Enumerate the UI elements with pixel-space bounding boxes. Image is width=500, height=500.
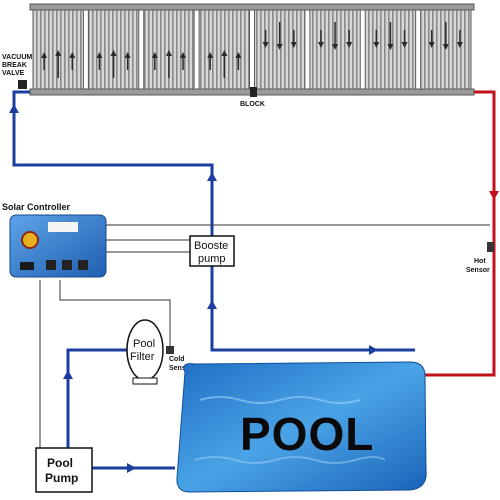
flow-arrow-up-pump: [63, 370, 73, 379]
panel-arrow-down-icon: [428, 42, 435, 48]
cold-sensor-label-1: Cold: [169, 356, 185, 363]
controller-port: [20, 262, 34, 270]
panel-arrow-up-icon: [207, 52, 214, 58]
pool: POOL: [176, 361, 427, 493]
cold-sensor-label-2: Sensor: [169, 365, 193, 372]
hot-sensor-icon: [487, 242, 494, 252]
controller-button-1: [46, 260, 56, 270]
panel-arrow-down-icon: [442, 44, 449, 50]
panel-arrow-down-icon: [262, 42, 269, 48]
solar-panels: [32, 9, 472, 90]
pool-ripple-2: [194, 456, 386, 464]
panel-arrow-down-icon: [332, 44, 339, 50]
panel-arrow-up-icon: [151, 52, 158, 58]
panel-arrow-up-icon: [55, 50, 62, 56]
panel-arrow-up-icon: [96, 52, 103, 58]
controller-button-3: [78, 260, 88, 270]
vacuum-label-3: VALVE: [2, 70, 25, 77]
pool-pump-label-1: Pool: [47, 456, 73, 470]
hot-sensor: Hot Sensor: [466, 242, 494, 274]
solar-panel-array: [29, 3, 475, 97]
controller-dial-icon: [21, 231, 39, 249]
booster-pump-label-2: pump: [198, 253, 226, 265]
panel-arrow-up-icon: [69, 52, 76, 58]
pool-label: POOL: [240, 408, 374, 460]
panel-arrow-down-icon: [290, 42, 297, 48]
hot-sensor-label-2: Sensor: [466, 267, 490, 274]
panel-arrow-down-icon: [456, 42, 463, 48]
hot-sensor-label-1: Hot: [474, 258, 486, 265]
flow-arrow-down-hot: [489, 191, 499, 200]
panel-arrow-up-icon: [165, 50, 172, 56]
controller-display: [48, 222, 78, 232]
flow-arrow-up-left: [9, 104, 19, 113]
flow-arrow-up-mid: [207, 300, 217, 309]
pool-pump-label-2: Pump: [45, 471, 78, 485]
vacuum-label-2: BREAK: [2, 62, 27, 69]
panel-arrow-down-icon: [276, 44, 283, 50]
panel-arrow-up-icon: [41, 52, 48, 58]
block-marker: [250, 87, 257, 97]
panel-arrow-down-icon: [373, 42, 380, 48]
booster-pump: Booste pump: [189, 235, 235, 267]
pool-water: [176, 361, 427, 493]
panel-arrow-down-icon: [346, 42, 353, 48]
vacuum-break-valve: VACUUM BREAK VALVE: [2, 54, 32, 89]
pool-filter-body: [126, 319, 164, 381]
booster-pump-label-1: Booste: [194, 240, 228, 252]
panel-arrow-up-icon: [124, 52, 131, 58]
controller-button-2: [62, 260, 72, 270]
booster-pump-box: [189, 235, 235, 267]
pool-filter-label-1: Pool: [133, 338, 155, 350]
pool-filter-base: [132, 377, 158, 385]
panel-arrow-up-icon: [221, 50, 228, 56]
pool-filter-label-2: Filter: [130, 351, 155, 363]
block-label: BLOCK: [240, 101, 265, 108]
vacuum-break-valve-icon: [18, 80, 27, 89]
hot-return-pipes: [418, 90, 496, 377]
panel-arrow-down-icon: [401, 42, 408, 48]
solar-controller: Solar Controller: [2, 202, 107, 278]
panel-arrow-up-icon: [235, 52, 242, 58]
panel-arrow-down-icon: [387, 44, 394, 50]
cold-sensor-icon: [166, 346, 174, 354]
flow-arrows: [9, 104, 378, 473]
pool-pump: Pool Pump: [35, 447, 93, 493]
flow-arrow-right-bottom: [127, 463, 136, 473]
panel-arrow-up-icon: [180, 52, 187, 58]
vacuum-label-1: VACUUM: [2, 54, 32, 61]
cold-sensor: Cold Sensor: [166, 346, 193, 372]
flow-arrow-right-pool: [369, 345, 378, 355]
panel-arrow-down-icon: [317, 42, 324, 48]
pool-pump-box: [35, 447, 93, 493]
flow-arrow-up-booster: [207, 172, 217, 181]
solar-controller-label: Solar Controller: [2, 202, 71, 212]
pool-filter: Pool Filter: [126, 319, 164, 385]
panel-arrow-up-icon: [110, 50, 117, 56]
cold-supply-pipes: [12, 90, 415, 470]
panel-top-header: [29, 3, 475, 11]
pool-ripple-1: [199, 396, 361, 404]
